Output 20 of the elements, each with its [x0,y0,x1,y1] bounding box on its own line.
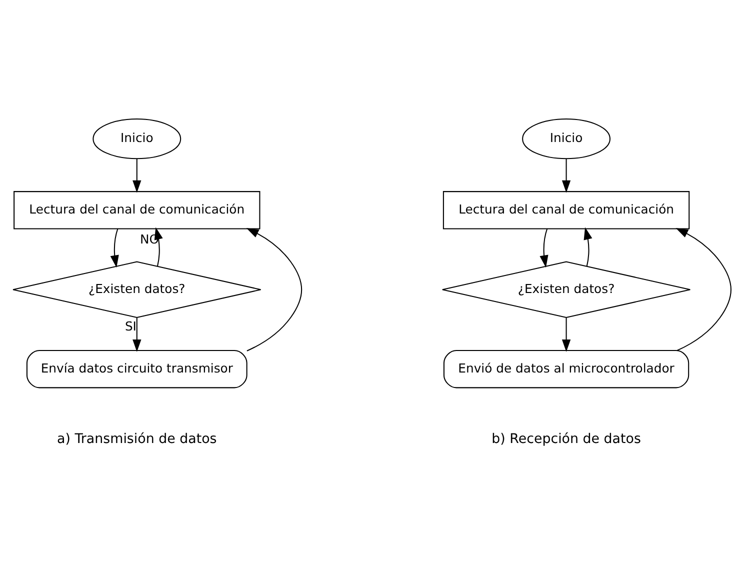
arrow [110,228,119,268]
arrow [562,317,571,352]
node-ellipse: Inicio [92,118,182,159]
arrow [132,158,142,192]
node-box: Lectura del canal de comunicación [442,190,690,229]
edge-label: SI [124,318,136,333]
arrow [246,228,302,351]
node-box: Envía datos circuito transmisor [26,350,248,388]
node-diamond: ¿Existen datos? [12,260,262,318]
arrow [584,226,592,266]
node-box: Envió de datos al microcontrolador [443,350,690,388]
label: a) Transmisión de datos [57,431,217,446]
node-diamond: ¿Existen datos? [442,260,691,318]
arrow [676,228,732,350]
node-box: Lectura del canal de comunicación [14,190,260,229]
arrow [540,228,548,268]
arrow [562,158,571,192]
arrow [132,317,142,352]
node-ellipse: Inicio [522,118,610,159]
label: b) Recepción de datos [492,431,641,446]
